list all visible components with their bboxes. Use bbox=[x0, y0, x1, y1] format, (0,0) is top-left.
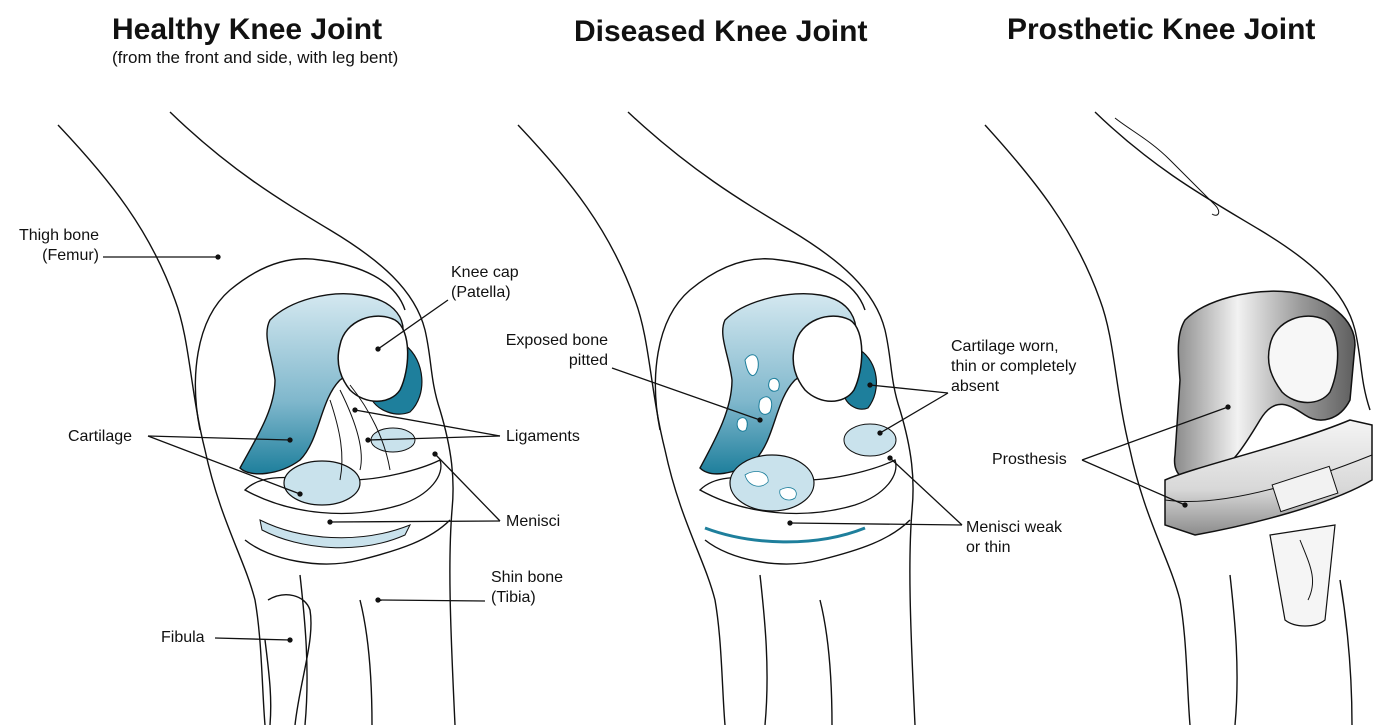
menisci-weak-text-1: Menisci weak bbox=[966, 518, 1062, 538]
cartilage-worn-text-2: thin or completely bbox=[951, 357, 1076, 377]
healthy-tibial-cartilage bbox=[260, 520, 410, 548]
fibula-label: Fibula bbox=[161, 628, 205, 648]
exposed-bone-text-1: Exposed bone bbox=[480, 331, 608, 351]
cartilage-worn-text-3: absent bbox=[951, 377, 1076, 397]
diseased-patella bbox=[793, 316, 862, 401]
healthy-patella bbox=[338, 316, 408, 401]
knee-cap-text: Knee cap bbox=[451, 263, 519, 283]
menisci-weak-text-2: or thin bbox=[966, 538, 1062, 558]
healthy-meniscus-oval bbox=[284, 461, 360, 505]
knee-cap-label: Knee cap (Patella) bbox=[451, 263, 519, 303]
menisci-label: Menisci bbox=[506, 512, 560, 532]
cartilage-label: Cartilage bbox=[68, 427, 132, 447]
diseased-knee-drawing bbox=[518, 112, 915, 725]
exposed-bone-label: Exposed bone pitted bbox=[480, 331, 608, 371]
shin-bone-text: Shin bone bbox=[491, 568, 563, 588]
artist-signature bbox=[1115, 118, 1219, 215]
ligaments-label: Ligaments bbox=[506, 427, 580, 447]
thigh-bone-label: Thigh bone (Femur) bbox=[0, 226, 99, 266]
patella-text: (Patella) bbox=[451, 283, 519, 303]
exposed-bone-text-2: pitted bbox=[480, 351, 608, 371]
prosthesis-label: Prosthesis bbox=[992, 450, 1067, 470]
prosthetic-stem bbox=[1270, 525, 1335, 626]
menisci-weak-label: Menisci weak or thin bbox=[966, 518, 1062, 558]
diseased-tibial-surface bbox=[730, 455, 814, 511]
cartilage-worn-text-1: Cartilage worn, bbox=[951, 337, 1076, 357]
thigh-bone-text: Thigh bone bbox=[0, 226, 99, 246]
shin-bone-label: Shin bone (Tibia) bbox=[491, 568, 563, 608]
healthy-knee-drawing bbox=[58, 112, 455, 725]
cartilage-worn-label: Cartilage worn, thin or completely absen… bbox=[951, 337, 1076, 397]
tibia-text: (Tibia) bbox=[491, 588, 563, 608]
femur-text: (Femur) bbox=[0, 246, 99, 266]
